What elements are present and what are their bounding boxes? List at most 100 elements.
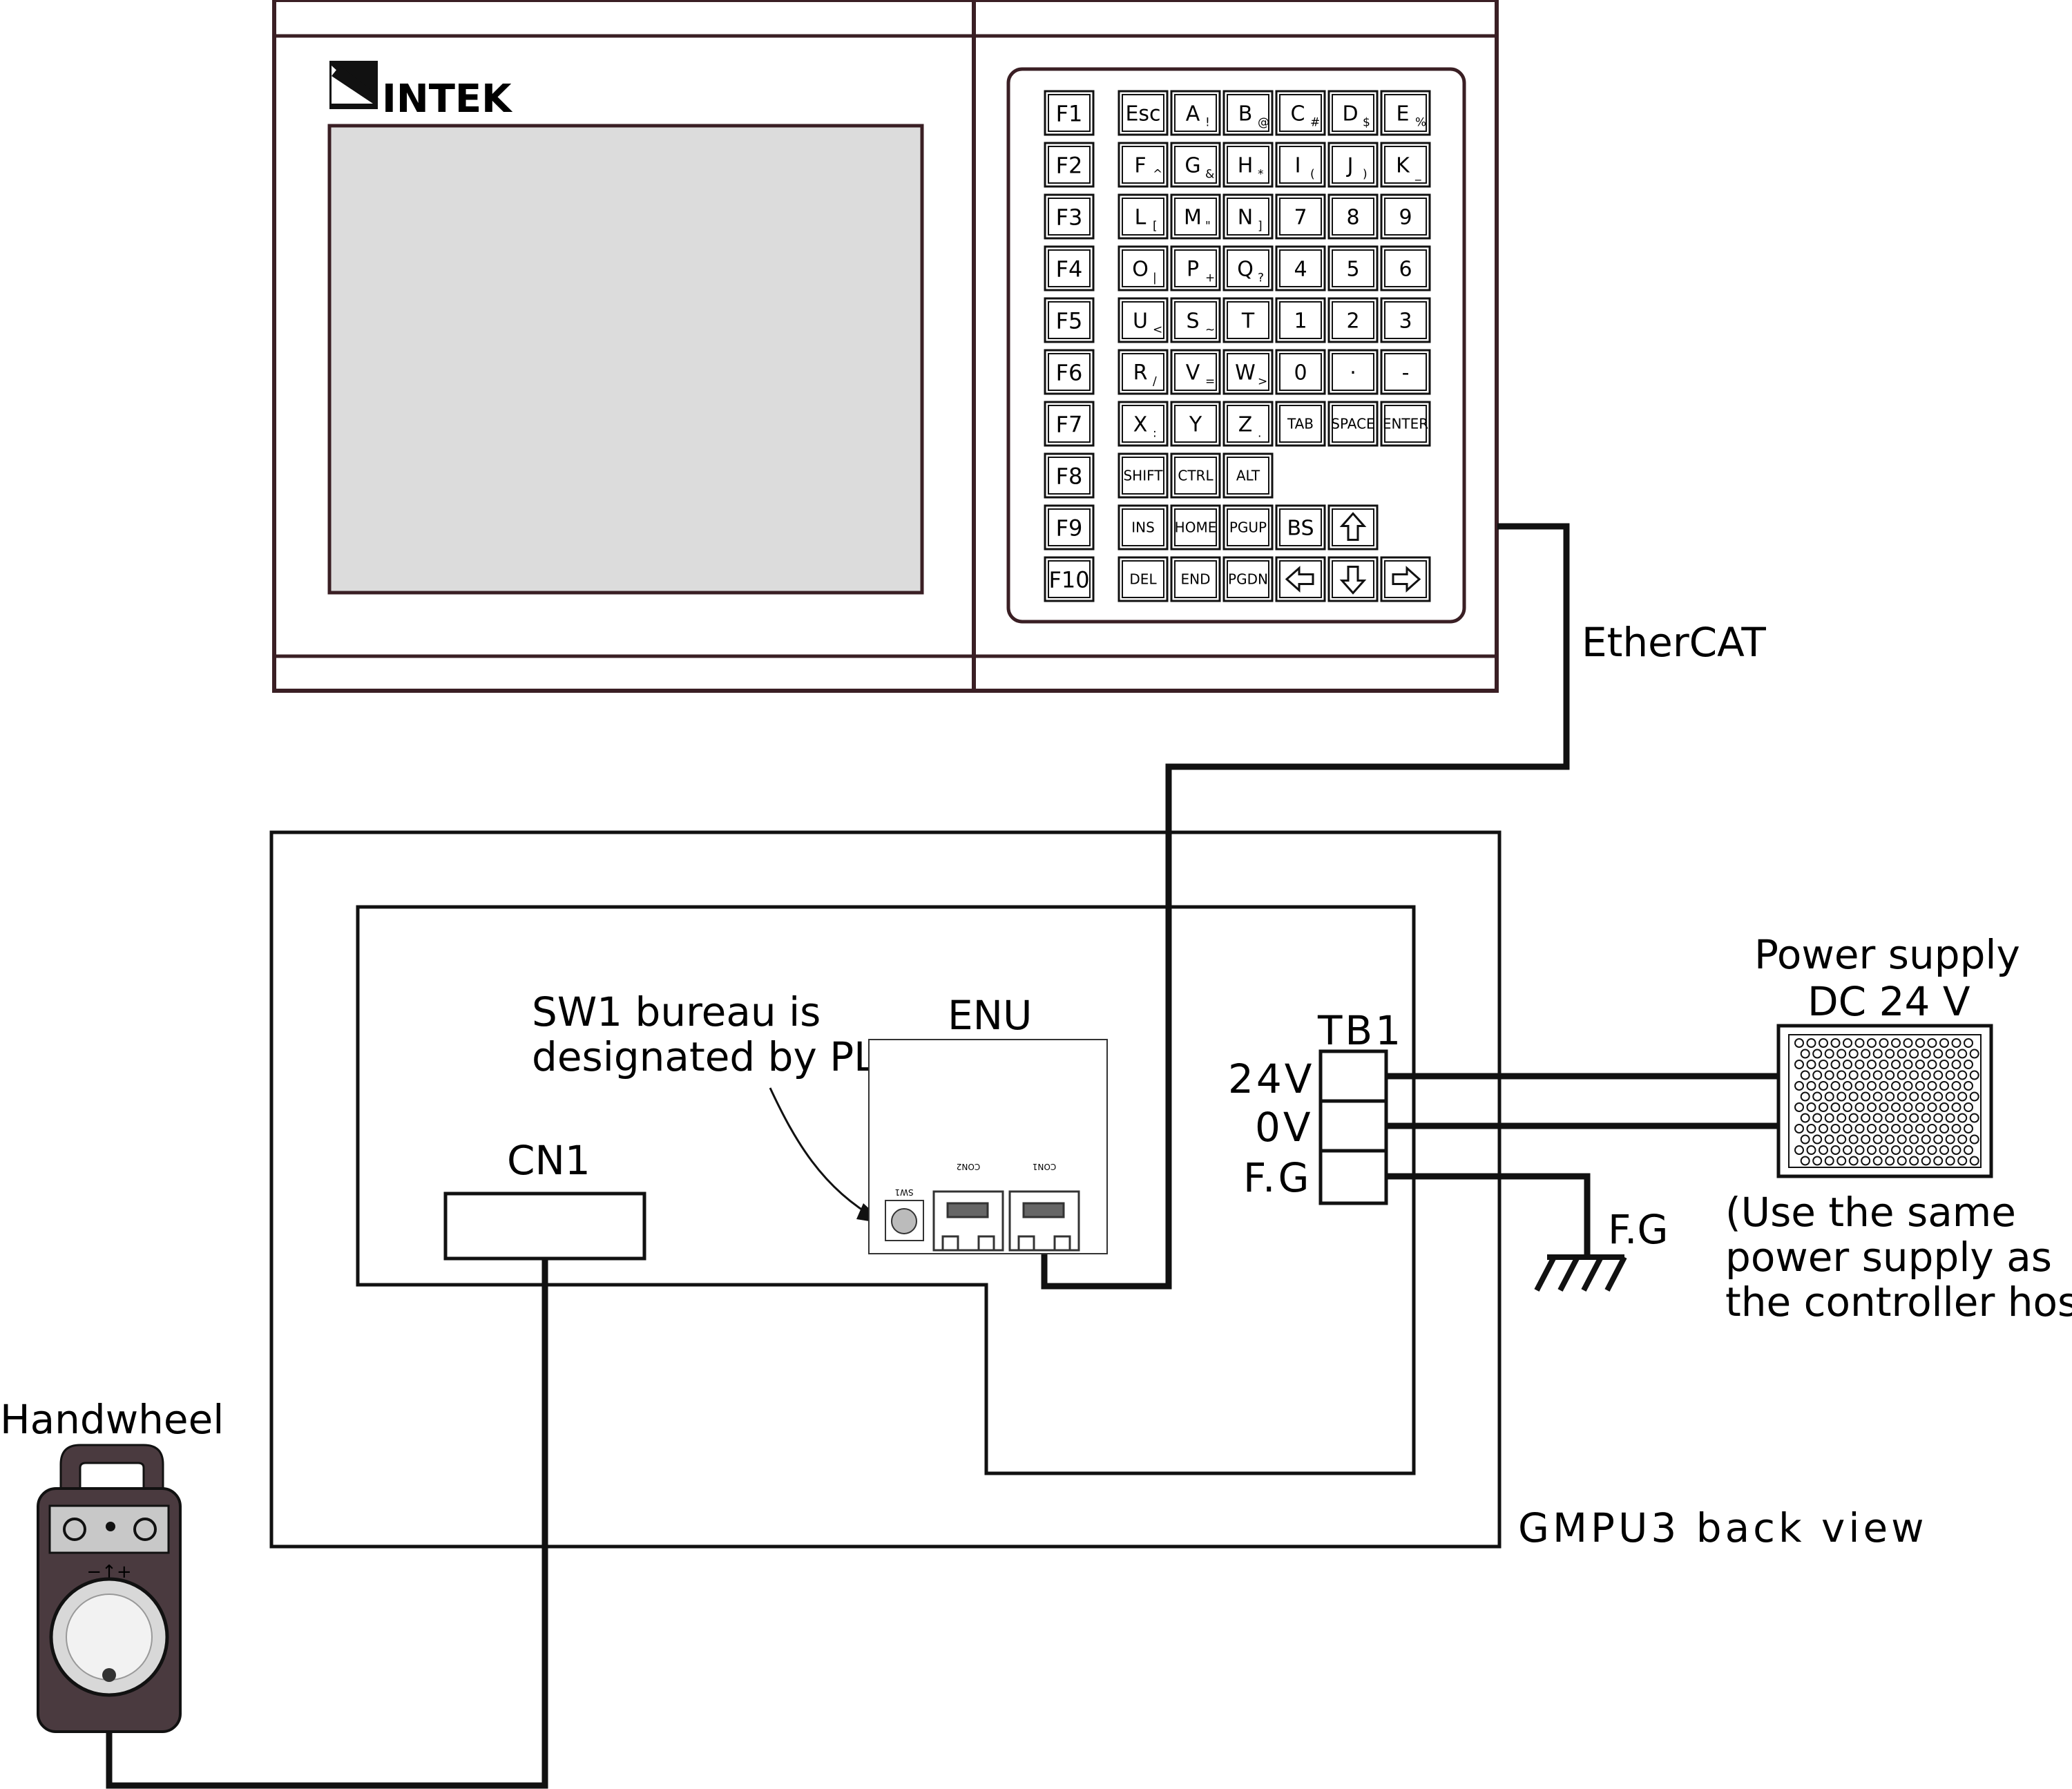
key-n[interactable]: N]	[1222, 193, 1274, 240]
key-a[interactable]: A!	[1170, 90, 1221, 136]
key-y[interactable]: Y	[1170, 401, 1221, 447]
vent-hole	[1824, 1134, 1834, 1145]
vent-hole	[1933, 1049, 1944, 1059]
vent-hole	[1854, 1038, 1865, 1048]
key-arrow-left[interactable]	[1275, 556, 1326, 602]
key-shift-label: :	[1153, 427, 1157, 441]
key-pgup[interactable]: PGUP	[1222, 504, 1274, 551]
key-1[interactable]: 1	[1275, 297, 1326, 343]
function-key-label: F5	[1056, 308, 1083, 334]
key-arrow-up[interactable]	[1327, 504, 1379, 551]
key-s[interactable]: S~	[1170, 297, 1221, 343]
key-t[interactable]: T	[1222, 297, 1274, 343]
key-2[interactable]: 2	[1327, 297, 1379, 343]
vent-hole	[1964, 1081, 1973, 1091]
key-label: B	[1238, 102, 1253, 126]
key-ctrl[interactable]: CTRL	[1170, 452, 1221, 499]
function-key-label: F6	[1056, 360, 1083, 386]
key-8[interactable]: 8	[1327, 193, 1379, 240]
key-q[interactable]: Q?	[1222, 245, 1274, 291]
key-alt[interactable]: ALT	[1222, 452, 1274, 499]
key-enter[interactable]: ENTER	[1380, 401, 1431, 447]
key-shift-label: (	[1310, 168, 1315, 182]
key-m[interactable]: M"	[1170, 193, 1221, 240]
function-key-f5[interactable]: F5	[1044, 297, 1095, 343]
vent-hole	[1854, 1081, 1865, 1091]
function-key-f3[interactable]: F3	[1044, 193, 1095, 240]
key-d[interactable]: D$	[1327, 90, 1379, 136]
key-shift-label: %	[1415, 116, 1426, 130]
key-bs[interactable]: BS	[1275, 504, 1326, 551]
key-6[interactable]: 6	[1380, 245, 1431, 291]
key-r[interactable]: R/	[1117, 349, 1169, 395]
sw1-rotary-switch: SW1	[885, 1187, 924, 1241]
cn1-connector	[443, 1192, 646, 1261]
key-l[interactable]: L[	[1117, 193, 1169, 240]
key-j[interactable]: J)	[1327, 142, 1379, 188]
key-f[interactable]: F^	[1117, 142, 1169, 188]
key-k[interactable]: K_	[1380, 142, 1431, 188]
function-key-f8[interactable]: F8	[1044, 452, 1095, 499]
key-esc[interactable]: Esc	[1117, 90, 1169, 136]
key-v[interactable]: V=	[1170, 349, 1221, 395]
vent-hole	[1957, 1156, 1968, 1166]
key-b[interactable]: B@	[1222, 90, 1274, 136]
key-9[interactable]: 9	[1380, 193, 1431, 240]
key-o[interactable]: O|	[1117, 245, 1169, 291]
key-end[interactable]: END	[1170, 556, 1221, 602]
key-x[interactable]: -	[1380, 349, 1431, 395]
vent-hole	[1903, 1060, 1913, 1069]
key-u[interactable]: U<	[1117, 297, 1169, 343]
vent-hole	[1830, 1081, 1841, 1091]
key-w[interactable]: W>	[1222, 349, 1274, 395]
key-z[interactable]: Z.	[1222, 401, 1274, 447]
key-e[interactable]: E%	[1380, 90, 1431, 136]
key-c[interactable]: C#	[1275, 90, 1326, 136]
key-x[interactable]: ·	[1327, 349, 1379, 395]
handwheel-device: −↑+	[37, 1444, 182, 1733]
key-shift-label: !	[1205, 116, 1210, 130]
key-p[interactable]: P+	[1170, 245, 1221, 291]
key-shift[interactable]: SHIFT	[1117, 452, 1169, 499]
key-i[interactable]: I(	[1275, 142, 1326, 188]
tb1-terminal-block	[1318, 1049, 1388, 1205]
vent-hole	[1806, 1060, 1816, 1069]
key-home[interactable]: HOME	[1170, 504, 1221, 551]
function-key-f10[interactable]: F10	[1044, 556, 1095, 602]
vent-hole	[1951, 1060, 1961, 1069]
sw1-pointer-arrow	[769, 1087, 878, 1221]
function-key-label: F10	[1048, 567, 1089, 593]
key-label: 9	[1399, 206, 1412, 230]
vent-hole	[1879, 1102, 1889, 1112]
key-3[interactable]: 3	[1380, 297, 1431, 343]
con2-label: CON2	[957, 1162, 980, 1171]
function-key-f2[interactable]: F2	[1044, 142, 1095, 188]
vent-hole	[1915, 1081, 1925, 1091]
function-key-f6[interactable]: F6	[1044, 349, 1095, 395]
key-7[interactable]: 7	[1275, 193, 1326, 240]
vent-hole	[1872, 1049, 1883, 1059]
key-arrow-right[interactable]	[1380, 556, 1431, 602]
key-g[interactable]: G&	[1170, 142, 1221, 188]
key-0[interactable]: 0	[1275, 349, 1326, 395]
key-tab[interactable]: TAB	[1275, 401, 1326, 447]
key-ins[interactable]: INS	[1117, 504, 1169, 551]
key-pgdn[interactable]: PGDN	[1222, 556, 1274, 602]
function-key-f7[interactable]: F7	[1044, 401, 1095, 447]
sw1-note-line2: designated by PLC	[532, 1033, 904, 1080]
vent-hole	[1830, 1038, 1841, 1048]
key-5[interactable]: 5	[1327, 245, 1379, 291]
key-4[interactable]: 4	[1275, 245, 1326, 291]
function-key-f4[interactable]: F4	[1044, 245, 1095, 291]
key-arrow-down[interactable]	[1327, 556, 1379, 602]
vent-hole	[1903, 1081, 1913, 1091]
key-label: U	[1133, 309, 1148, 334]
key-x[interactable]: X:	[1117, 401, 1169, 447]
key-del[interactable]: DEL	[1117, 556, 1169, 602]
function-key-f9[interactable]: F9	[1044, 504, 1095, 551]
function-key-f1[interactable]: F1	[1044, 90, 1095, 136]
vent-hole	[1794, 1145, 1804, 1155]
key-h[interactable]: H*	[1222, 142, 1274, 188]
key-space[interactable]: SPACE	[1327, 401, 1379, 447]
key-label: J	[1346, 154, 1354, 178]
